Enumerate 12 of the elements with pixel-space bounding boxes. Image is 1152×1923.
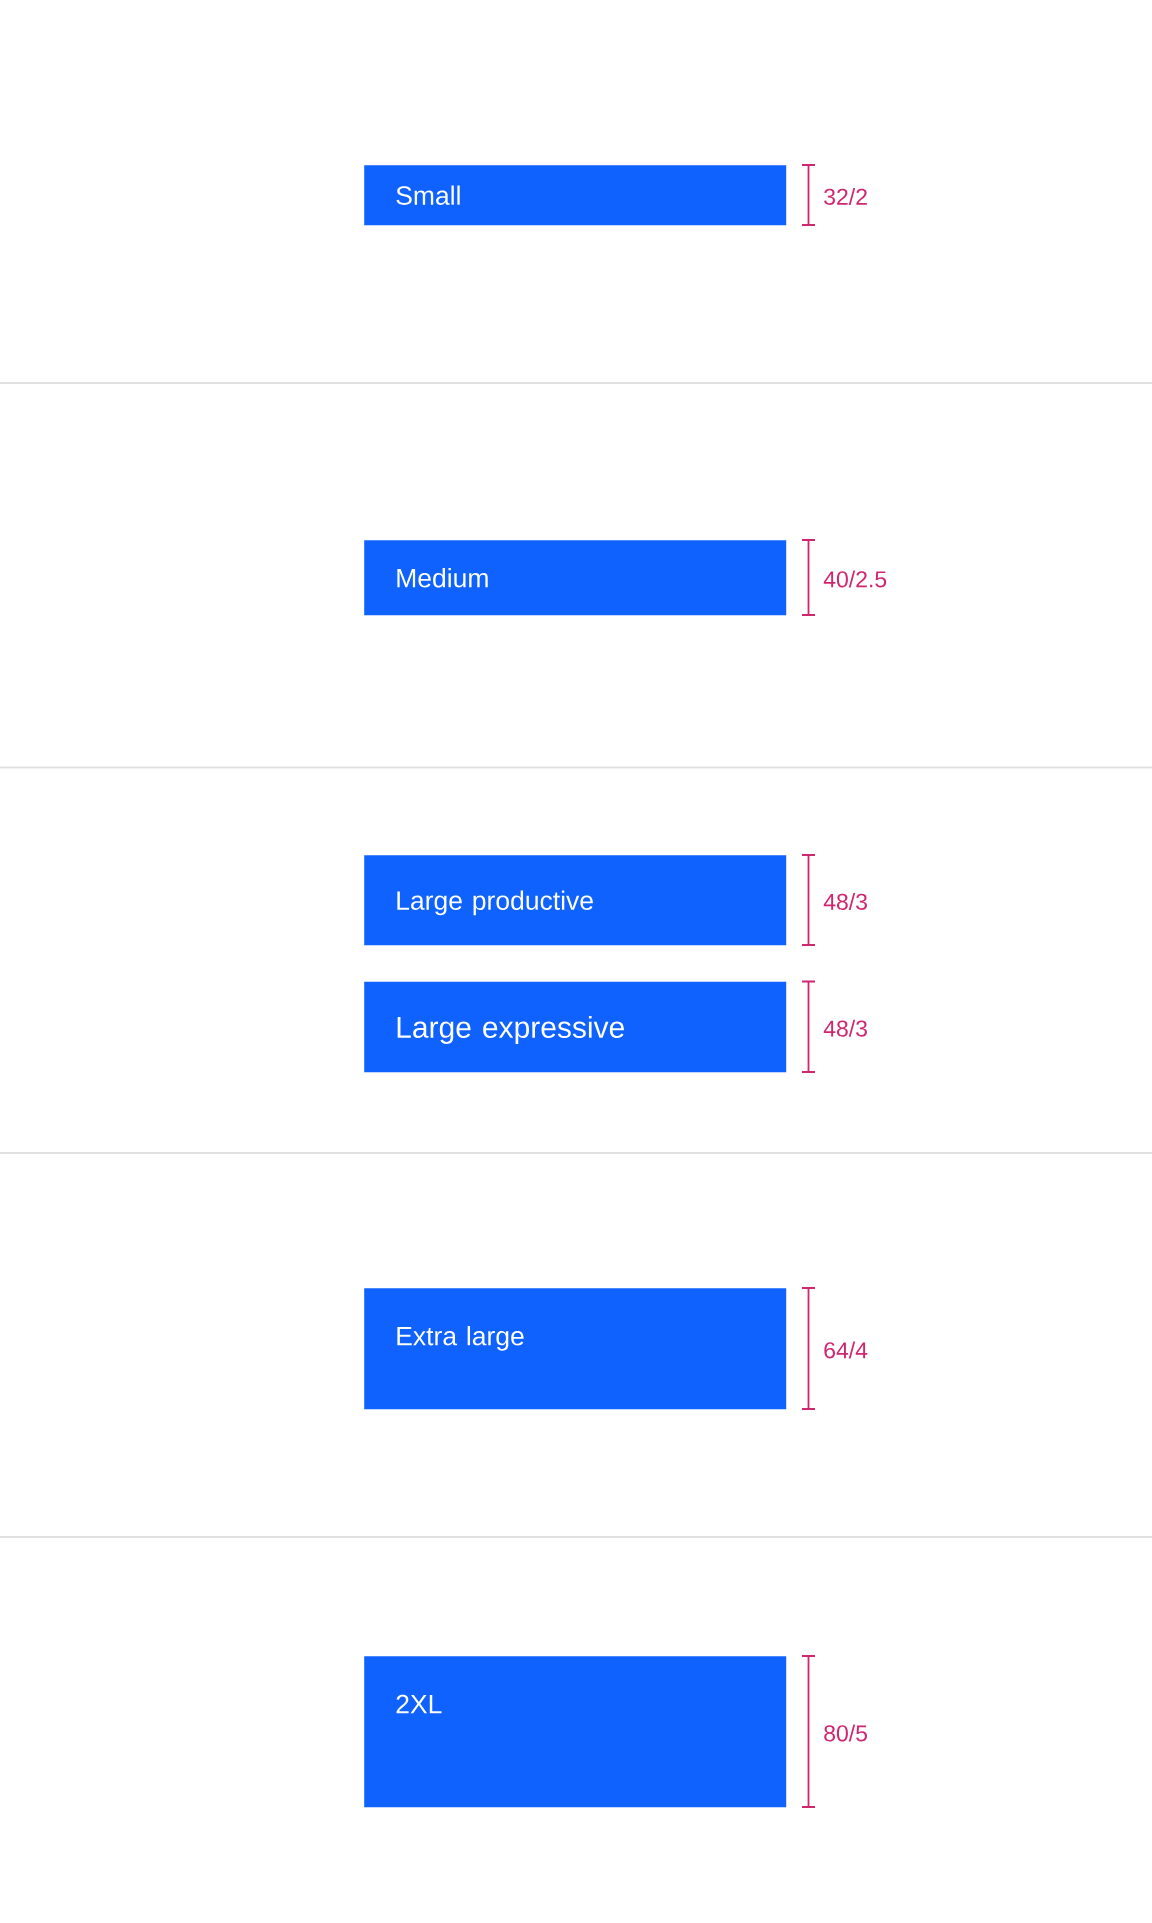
button: 2XL bbox=[364, 1656, 787, 1808]
button: Large productive bbox=[364, 855, 787, 946]
dimension-label: 48/3 bbox=[823, 1019, 867, 1037]
dimension-label: 80/5 bbox=[824, 1724, 867, 1742]
button: Medium bbox=[364, 540, 787, 616]
button: Extra large bbox=[364, 1288, 787, 1410]
dimension-label: 40/2.5 bbox=[823, 570, 887, 588]
button: Small bbox=[364, 165, 787, 226]
dimension-label: 64/4 bbox=[824, 1341, 868, 1359]
dimension-label: 48/3 bbox=[823, 893, 867, 910]
button: Large expressive bbox=[364, 981, 787, 1073]
dimension-label: 32/2 bbox=[824, 188, 867, 205]
